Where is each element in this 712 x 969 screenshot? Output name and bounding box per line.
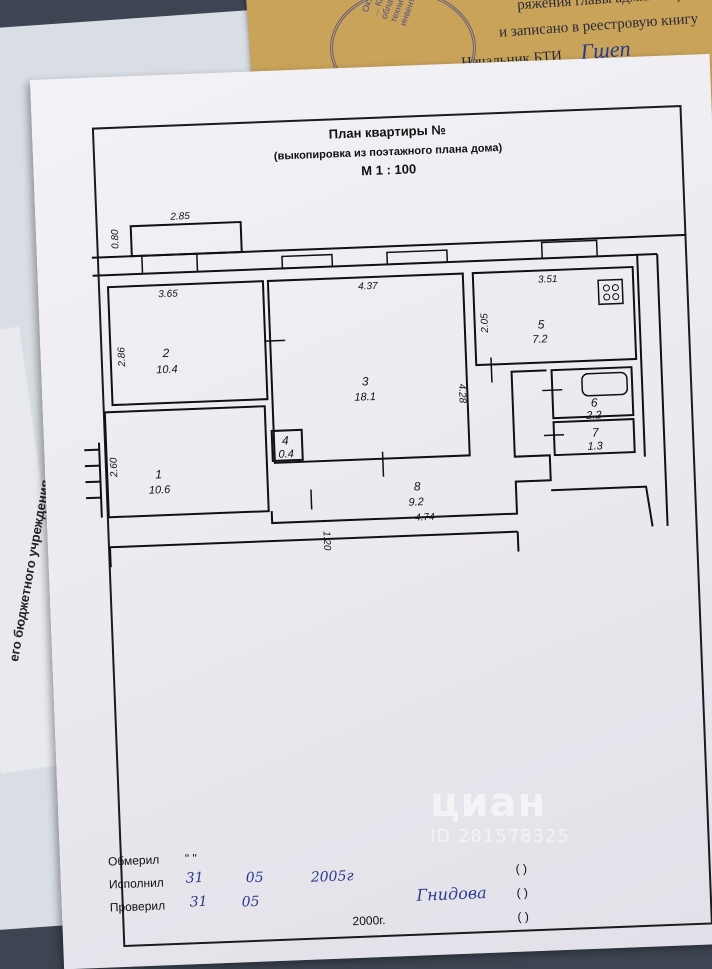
room-5 (471, 265, 638, 367)
dim-r2-w: 3.65 (158, 288, 178, 300)
checked-day: 31 (189, 893, 208, 911)
dim-corr-h: 1.20 (321, 531, 333, 551)
bathtub (581, 371, 629, 397)
dim-balcony-w: 2.85 (169, 211, 190, 223)
room-1-area: 10.6 (149, 484, 172, 497)
measured-value: " " (184, 851, 198, 866)
dim-corr-w: 4.74 (415, 512, 435, 524)
executed-label: Исполнил (108, 875, 165, 892)
window-1 (141, 252, 199, 275)
room-3-area: 18.1 (354, 391, 376, 404)
room-6-number: 6 (591, 395, 599, 409)
room-5-area: 7.2 (532, 333, 548, 346)
signature-bracket-3: ( ) (517, 909, 530, 924)
dim-r3-h: 4.28 (456, 383, 468, 403)
room-3-number: 3 (362, 374, 370, 388)
dim-r2-h: 2.86 (116, 347, 128, 368)
room-7 (552, 418, 636, 457)
room-2-number: 2 (161, 346, 170, 360)
balcony (129, 220, 243, 258)
checked-month: 05 (241, 893, 260, 911)
room-3 (266, 272, 471, 464)
room-7-area: 1.3 (587, 440, 604, 453)
watermark-logo: циан (430, 780, 547, 826)
room-6 (550, 366, 635, 420)
room-1-number: 1 (155, 467, 162, 481)
executed-year: 2005г (310, 868, 354, 886)
signature-bracket-2: ( ) (516, 885, 529, 900)
dim-r1-h: 2.60 (109, 457, 121, 478)
dim-balcony-d: 0.80 (110, 229, 122, 249)
room-8-area: 9.2 (408, 496, 424, 509)
room-5-number: 5 (537, 317, 545, 331)
checked-signature: Гнидова (416, 883, 487, 905)
floor-plan-sheet: План квартиры № (выкопировка из поэтажно… (30, 53, 712, 969)
floor-plan-drawing: 2.85 0.80 3.65 2.86 4.37 4.28 3.51 2.05 … (84, 211, 687, 568)
window-3 (386, 249, 449, 266)
executed-day: 31 (185, 869, 204, 887)
room-4 (270, 428, 304, 462)
room-7-number: 7 (592, 425, 601, 439)
window-4 (540, 239, 598, 260)
dim-r3-w: 4.37 (358, 281, 378, 293)
room-6-area: 2.2 (585, 409, 602, 422)
executed-month: 05 (245, 869, 264, 887)
room-2-area: 10.4 (156, 364, 178, 377)
signature-bracket-1: ( ) (515, 861, 528, 876)
window-2 (281, 253, 334, 270)
stove (597, 278, 624, 306)
dim-r5-h: 2.05 (479, 313, 491, 334)
room-8 (270, 369, 552, 525)
room-4-area: 0.4 (278, 448, 294, 461)
year-print: 2000г. (352, 912, 386, 929)
room-4-number: 4 (282, 433, 290, 447)
watermark: циан ID 281578325 (430, 780, 570, 847)
room-8-number: 8 (414, 479, 422, 493)
watermark-id: ID 281578325 (430, 826, 570, 847)
checked-label: Проверил (109, 898, 166, 915)
room-1 (103, 405, 270, 519)
room-2 (106, 280, 269, 407)
dim-r5-w: 3.51 (538, 274, 558, 286)
measured-label: Обмерил (107, 852, 160, 869)
